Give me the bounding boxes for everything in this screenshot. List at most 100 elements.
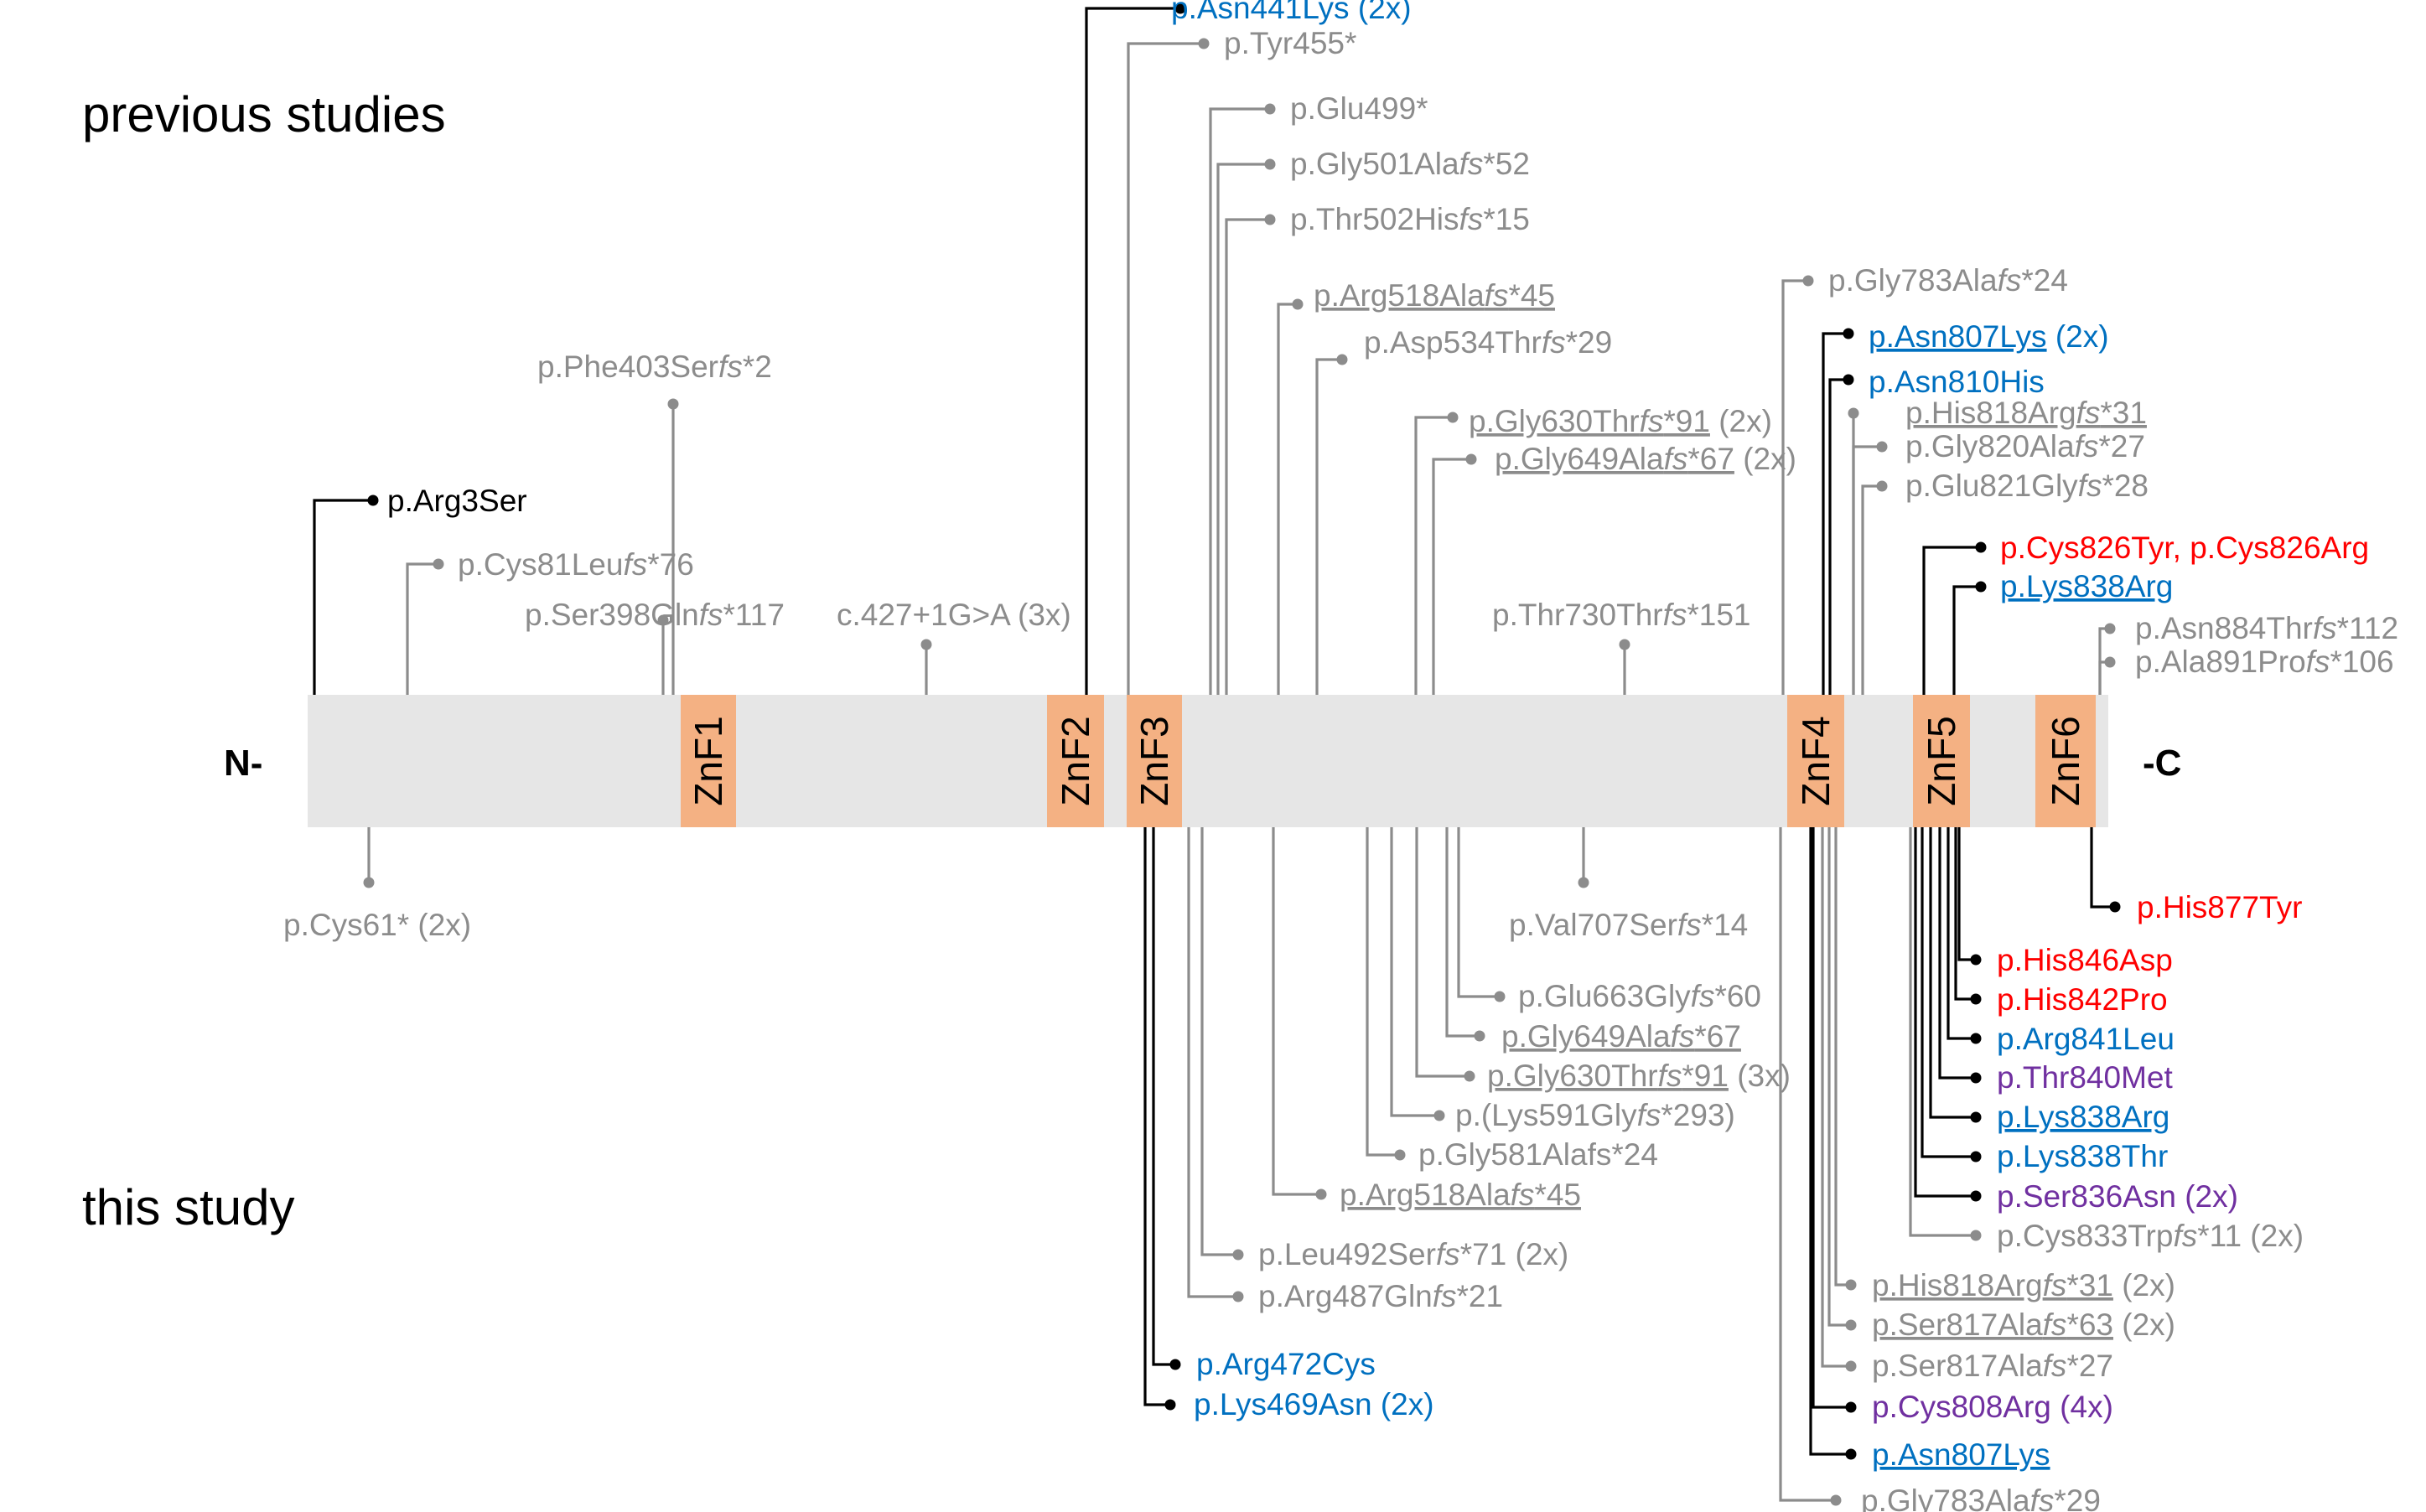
leader-dot	[1264, 214, 1276, 225]
variant-label-part: fs	[2076, 396, 2101, 430]
variant-label-part: p.Cys826Tyr, p.Cys826Arg	[2000, 531, 2369, 565]
variant-label-part: p.Cys81Leu	[458, 547, 623, 582]
leader-dot	[1848, 407, 1859, 419]
leader-cur-17	[1929, 827, 1982, 1123]
leader-prev-22	[1619, 639, 1630, 695]
variant-label-prev-15: p.Phe403Serfs*2	[537, 350, 772, 384]
leader-dot	[1845, 1319, 1857, 1331]
leader-line	[1822, 332, 1848, 695]
variant-label-part: p.Cys808Arg (4x)	[1872, 1390, 2113, 1424]
variant-label-part: p.Thr840Met	[1997, 1060, 2173, 1095]
variant-label-part: *63	[2066, 1307, 2113, 1342]
variant-label-part: p.Gly581Alafs*24	[1418, 1137, 1658, 1172]
leader-dot	[1447, 412, 1459, 423]
variant-label-cur-25: p.Asn807Lys	[1872, 1437, 2050, 1472]
leader-prev-3	[1216, 158, 1276, 695]
variant-label-cur-18: p.Lys838Thr	[1997, 1139, 2168, 1173]
leader-line	[1209, 107, 1270, 695]
leader-dot	[1578, 877, 1589, 888]
variant-label-prev-11: p.Gly820Alafs*27	[1905, 429, 2145, 463]
leader-prev-9	[1828, 374, 1854, 695]
leader-line	[1929, 827, 1976, 1119]
variant-label-cur-12: p.His877Tyr	[2137, 890, 2302, 924]
variant-label-cur-24: p.Cys808Arg (4x)	[1872, 1390, 2113, 1424]
leader-dot	[1970, 1190, 1982, 1202]
znf-label-1: ZnF1	[687, 716, 730, 805]
leader-prev-1	[1127, 38, 1210, 695]
variant-label-part: p.His818Arg	[1905, 396, 2076, 430]
leader-cur-8	[1200, 827, 1244, 1261]
leader-cur-7	[1272, 827, 1327, 1200]
leader-line	[1947, 827, 1976, 1040]
leader-dot	[1845, 1448, 1857, 1460]
variant-label-prev-22: p.Thr730Thrfs*151	[1492, 598, 1751, 632]
leader-line	[1809, 827, 1851, 1456]
leader-line	[1861, 484, 1882, 695]
variant-label-part: fs	[2078, 469, 2102, 503]
leader-cur-6	[1366, 827, 1406, 1161]
variant-label-part: p.Thr730Thr	[1492, 598, 1663, 632]
variant-label-part: p.Gly501Ala	[1290, 147, 1459, 181]
variant-label-cur-16: p.Thr840Met	[1997, 1060, 2173, 1095]
leader-dot	[1232, 1291, 1244, 1302]
leader-dot	[1394, 1149, 1406, 1161]
variant-label-cur-26: p.Gly783Alafs*29	[1861, 1484, 2101, 1512]
leader-line	[1315, 358, 1342, 695]
variant-label-part: p.Gly649Ala	[1495, 442, 1664, 476]
variant-label-part: *60	[1714, 979, 1761, 1013]
variant-label-prev-24: p.Ala891Profs*106	[2135, 645, 2394, 679]
variant-label-part: p.Ser817Ala	[1872, 1349, 2043, 1383]
variant-label-part: (2x)	[2113, 1307, 2175, 1342]
variant-label-part: p.Gly783Ala	[1861, 1484, 2030, 1512]
variant-label-part: fs	[1664, 442, 1688, 476]
leader-cur-21	[1834, 827, 1857, 1291]
variant-label-part: fs	[1485, 278, 1509, 313]
leader-line	[1922, 546, 1981, 695]
variant-label-part: p.Asn441Lys (2x)	[1171, 0, 1412, 25]
c-terminal-label: -C	[2143, 743, 2181, 784]
variant-label-part: fs	[1542, 325, 1566, 360]
variant-label-part: fs	[1511, 1178, 1535, 1212]
variant-label-part: p.Lys469Asn (2x)	[1194, 1387, 1434, 1421]
variant-label-part: p.Arg472Cys	[1196, 1347, 1376, 1381]
leader-line	[1828, 378, 1848, 695]
variant-label-prev-21: p.Gly649Alafs*67 (2x)	[1495, 442, 1796, 476]
variant-label-part: fs	[699, 598, 723, 632]
variant-label-part: fs	[1433, 1279, 1457, 1313]
leader-line	[1779, 827, 1836, 1502]
variant-label-part: p.Arg3Ser	[387, 484, 527, 518]
variant-label-part: p.Gly630Thr	[1487, 1059, 1658, 1093]
leader-cur-12	[2090, 827, 2121, 913]
variant-label-cur-1: p.Val707Serfs*14	[1509, 908, 1748, 942]
leader-line	[1781, 279, 1808, 695]
variant-label-part: *67	[1694, 1019, 1741, 1054]
variant-label-part: p.Arg518Ala	[1340, 1178, 1511, 1212]
leader-line	[1954, 827, 1976, 1001]
variant-label-cur-9: p.Arg487Glnfs*21	[1258, 1279, 1503, 1313]
variant-label-cur-6: p.Gly581Alafs*24	[1418, 1137, 1658, 1172]
variant-label-prev-19: c.427+1G>A (3x)	[837, 598, 1071, 632]
leader-prev-5	[1277, 298, 1304, 695]
leader-dot	[1876, 480, 1888, 492]
variant-label-cur-23: p.Ser817Alafs*27	[1872, 1349, 2113, 1383]
znf-label-6: ZnF6	[2044, 716, 2087, 805]
variant-label-part: p.His818Arg	[1872, 1268, 2043, 1302]
variant-label-cur-11: p.Lys469Asn (2x)	[1194, 1387, 1434, 1421]
leader-line	[1366, 827, 1400, 1157]
leader-cur-10	[1152, 827, 1181, 1370]
variant-label-prev-23: p.Asn884Thrfs*112	[2135, 611, 2398, 645]
variant-label-part: *14	[1702, 908, 1749, 942]
variant-label-part: fs	[1671, 1019, 1695, 1054]
variant-label-prev-13: p.Cys826Tyr, p.Cys826Arg	[2000, 531, 2369, 565]
leader-dot	[2104, 656, 2116, 668]
leader-cur-25	[1809, 827, 1857, 1460]
variant-label-part: fs	[2173, 1219, 2197, 1253]
variant-label-part: *106	[2330, 645, 2393, 679]
leader-cur-0	[363, 827, 375, 888]
variant-label-part: p.His846Asp	[1997, 943, 2173, 977]
variant-labels: p.Asn441Lys (2x)p.Tyr455*p.Glu499*p.Gly5…	[283, 0, 2398, 1512]
leader-dot	[2104, 623, 2116, 634]
variant-label-prev-5: p.Arg518Alafs*45	[1314, 278, 1555, 313]
